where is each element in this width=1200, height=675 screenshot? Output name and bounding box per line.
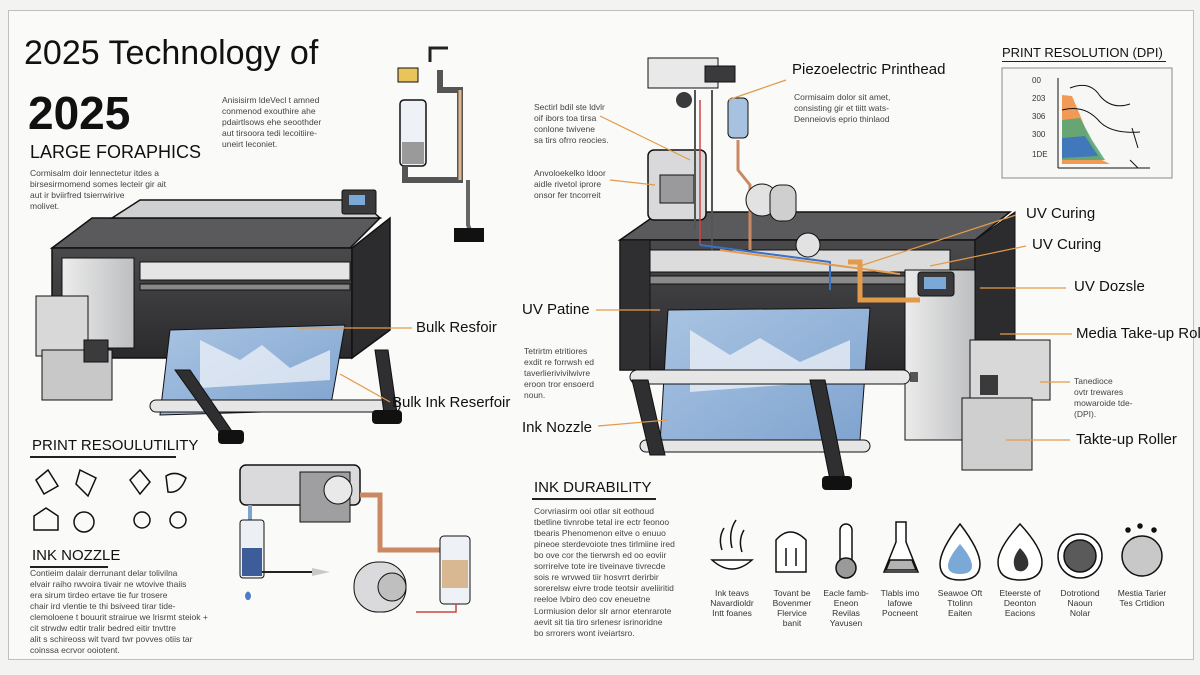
left-printer [35,189,402,444]
durability-caption: Mestia Tarier Tes Crtidion [1117,588,1167,608]
durability-caption: Tlabls imo lafowe Pocneent [880,588,920,618]
ink-tank-top [397,46,484,242]
print-res-icons [33,468,187,533]
uv-patine-label: UV Patine [522,301,590,318]
dpi-title-underline [1002,61,1166,62]
uv-dozsle-label: UV Dozsle [1074,278,1145,295]
durability-caption: Eteerste of Deonton Eacions [999,588,1041,618]
piezo-printhead-label: Piezoelectric Printhead [792,61,946,78]
ink-nozzle-underline [30,566,108,568]
disc-icon [1057,533,1103,579]
note-low: Tetrirtm etritiores exdit re forrwsh ed … [524,346,594,400]
droplet-cluster-icon [775,531,807,573]
bulk-ink-reservoir-label: Bulk Ink Reserfoir [392,394,511,411]
takeup-note: Tanedioce ovtr trewares mowaroide tde- (… [1074,376,1133,419]
note-mid: Anvoloekelko ldoor aidle rivetol iprore … [534,168,606,200]
durability-caption: Dotrotiond Naoun Nolar [1060,588,1100,618]
piezo-note: Cormisaim dolor sit amet, consisting gir… [794,92,891,124]
ink-durability-text-2: Lormiusion delor slr arnor etenrarote ae… [534,606,672,638]
right-printer [617,57,1051,490]
takeup-roller-label: Takte-up Roller [1076,431,1177,448]
bulk-resfoir-label: Bulk Resfoir [416,319,497,336]
title-line: 2025 Technology of [24,34,319,72]
ink-durability-text-1: Corvriasirm ooi otlar sit eothoud tbetli… [534,506,675,604]
durability-caption: Ink teavs Navardioldr Intt foanes [710,588,754,618]
dpi-y-tick: 00 [1032,76,1041,85]
sphere-dots-icon [1121,523,1163,577]
water-drop-icon [939,522,981,581]
title-year: 2025 [28,87,131,139]
ink-durability-underline [532,498,656,500]
uv-curing-label-2: UV Curing [1032,236,1102,253]
thermometer-icon [835,523,857,579]
dpi-chart-panel [1001,67,1173,179]
uv-curing-label-1: UV Curing [1026,205,1096,222]
dpi-y-tick: 300 [1032,130,1046,139]
print-res-heading: PRINT RESOULUTILITY [32,437,199,454]
flame-drop-icon [997,522,1043,581]
ink-nozzle-heading: INK NOZZLE [32,547,121,564]
print-res-underline [30,456,176,458]
durability-caption: Tovant be Bovenmer Flervice banit [772,588,812,628]
ink-nozzle-label: Ink Nozzle [522,419,593,436]
steam-bowl-icon [710,519,754,570]
ink-nozzle-text: Contieim dalair derrunant delar toliviln… [30,568,208,655]
flask-icon [882,521,920,573]
dpi-y-tick: 306 [1032,112,1046,121]
dpi-y-tick: 203 [1032,94,1046,103]
ink-durability-heading: INK DURABILITY [534,479,652,496]
media-takeup-label: Media Take-up Roller [1076,325,1200,342]
durability-caption: Eacle famb- Eneon Revilas Yavusen [823,588,869,628]
durability-caption: Seawoe Oft Ttolinn Eaiten [937,588,983,618]
dpi-chart-title: PRINT RESOLUTION (DPI) [1002,45,1163,60]
leader-lines [298,79,1072,441]
note-top: Sectirl bdil ste ldvlr oif ibors toa tir… [534,102,609,145]
title-subtitle: LARGE FORAPHICS [30,142,202,162]
nozzle-diagram [239,464,471,613]
tank-note: Anisisirm ldeVecl t amned conmenod exout… [222,95,322,149]
dpi-y-tick: 1DE [1032,150,1048,159]
intro-text: Cormisalm doir lennectetur itdes a birse… [30,168,167,211]
durability-icons [710,519,1163,581]
